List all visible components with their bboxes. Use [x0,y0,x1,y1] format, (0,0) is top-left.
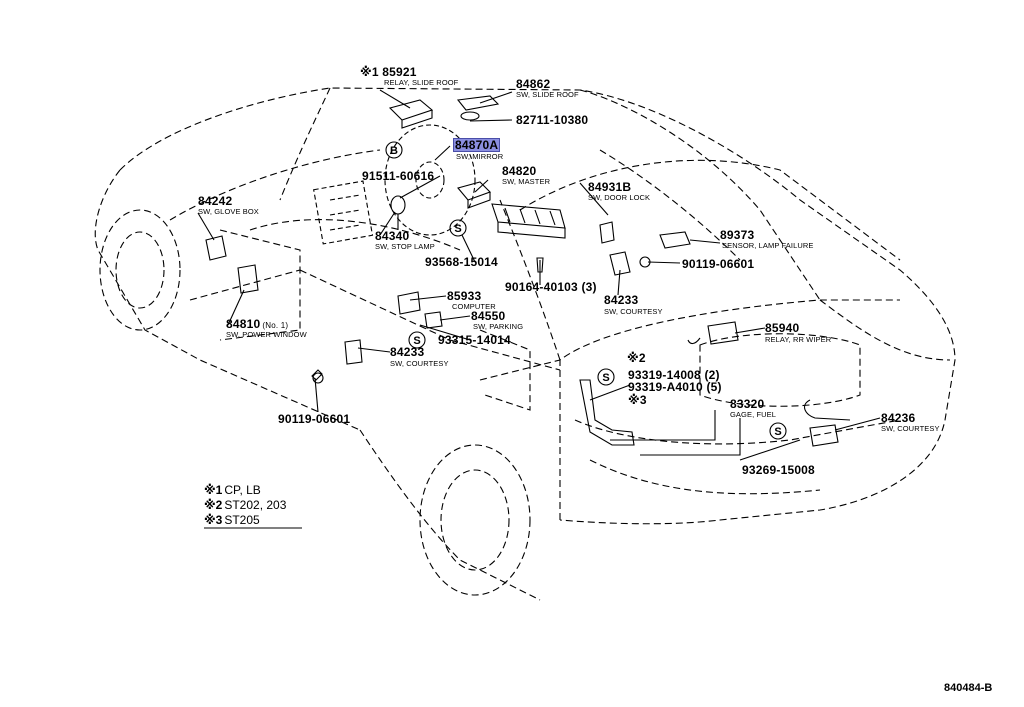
sw-glove-box-shape [205,235,227,261]
s-circle-parking [408,331,426,349]
courtesy-switch-rear-shape [804,399,851,447]
sw-door-lock-shape [599,221,615,244]
relay-slide-roof-shape [388,99,434,129]
door-outline [219,229,531,411]
diagram-id: 840484-B [944,682,993,694]
part-84810-sub: (No. 1) [262,321,289,330]
part-84862-desc: SW, SLIDE ROOF [516,90,579,99]
part-84820-desc: SW, MASTER [502,177,551,186]
part-84810-desc: SW, POWER WINDOW [226,330,307,339]
screws [311,257,544,381]
s-circle-label-dash: S [454,223,461,235]
part-84340-number[interactable]: 84340 [375,229,410,243]
sw-power-window-shape [237,264,259,294]
part-84233-lower-desc: SW, COURTESY [390,359,449,368]
front-left-wheel [99,209,181,331]
legend-text-1: CP, LB [224,483,261,497]
sensor-lamp-failure-shape [659,231,691,249]
computer-shape [397,291,421,315]
part-84550-number[interactable]: 84550 [471,309,506,323]
legend-mark-1: ※1 [204,483,223,497]
part-84236-number[interactable]: 84236 [881,411,916,425]
part-84233-upper-desc: SW, COURTESY [604,307,663,316]
part-83320-number[interactable]: 83320 [730,397,765,411]
sw-stop-lamp-shape [390,195,406,230]
part-84242-desc: SW, GLOVE BOX [198,207,259,216]
center-console [313,180,374,245]
part-85933-desc: COMPUTER [452,302,496,311]
s-circle-label-courtesy: S [774,426,781,438]
part-84550-desc: SW, PARKING [473,322,524,331]
part-82711-number[interactable]: 82711-10380 [516,113,589,127]
legend-mark-2: ※2 [204,498,223,512]
s-circle-label-fuel: S [602,372,609,384]
part-85940-desc: RELAY, RR WIPER [765,335,832,344]
legend-text-2: ST202, 203 [224,498,287,512]
sw-mirror-shape [457,181,491,209]
gage-fuel-shape [579,379,635,446]
car-body-outline [94,87,956,601]
part-93319-b-number[interactable]: 93319-A4010 (5) [628,380,722,394]
part-84236-desc: SW, COURTESY [881,424,940,433]
s-circle-label-parking: S [413,335,420,347]
relay-rr-wiper-shape [687,321,739,345]
part-84931-desc: SW, DOOR LOCK [588,193,651,202]
part-84233-lower-number[interactable]: 84233 [390,345,425,359]
marker-circles [385,141,787,440]
part-84931-number[interactable]: 84931B [588,180,632,194]
part-93315-number[interactable]: 93315-14014 [438,333,511,347]
part-84810-number[interactable]: 84810(No. 1) [226,317,289,331]
leader-lines [197,89,881,461]
part-93319-a-number[interactable]: 93319-14008 (2) [628,368,720,382]
rear-window [519,159,901,407]
part-85921-desc: RELAY, SLIDE ROOF [384,78,459,87]
sw-slide-roof-shape [456,95,500,121]
part-90164-number[interactable]: 90164-40103 (3) [505,280,597,294]
part-84340-desc: SW, STOP LAMP [375,242,435,251]
part-90119-lower-number[interactable]: 90119-06601 [278,412,351,426]
legend-text-3: ST205 [224,513,260,527]
s-circle-fuel [597,368,615,386]
part-91511-number[interactable]: 91511-60616 [362,169,435,183]
part-84233-upper-number[interactable]: 84233 [604,293,639,307]
part-89373-number[interactable]: 89373 [720,228,755,242]
part-84870-number-highlighted[interactable]: 84870A [452,138,501,152]
s-circle-courtesy [769,422,787,440]
note-2-mark: ※2 [627,351,646,365]
part-85933-number[interactable]: 85933 [447,289,482,303]
part-90119-upper-number[interactable]: 90119-06601 [682,257,755,271]
b-circle-label: B [390,145,398,157]
part-89373-desc: SENSOR, LAMP FAILURE [722,241,814,250]
legend-mark-3: ※3 [204,513,223,527]
courtesy-switch-left-shape [312,339,363,384]
note-3-mark: ※3 [628,393,647,407]
part-84870-desc: SW, MIRROR [456,152,504,161]
rear-left-wheel [419,444,531,596]
b-circle [385,141,403,159]
steering-wheel [384,124,476,236]
part-85921-number[interactable]: ※1 85921 [360,65,417,79]
part-93568-number[interactable]: 93568-15014 [425,255,498,269]
part-84862-number[interactable]: 84862 [516,77,551,91]
part-83320-desc: GAGE, FUEL [730,410,777,419]
part-84242-number[interactable]: 84242 [198,194,233,208]
s-circle-dash [449,219,467,237]
part-84820-number[interactable]: 84820 [502,164,537,178]
sw-master-shape [491,203,566,239]
part-85940-number[interactable]: 85940 [765,321,800,335]
part-93269-number[interactable]: 93269-15008 [742,463,815,477]
sw-parking-shape [424,311,443,329]
courtesy-switch-front-shape [609,251,651,276]
